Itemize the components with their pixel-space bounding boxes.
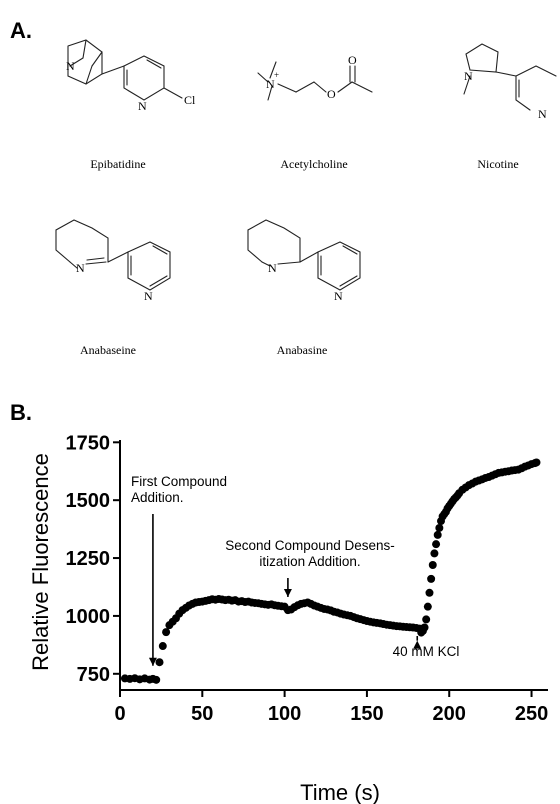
fluorescence-chart: 0 50 100 150 200 250 750 1000 1250 1500 1750 First… xyxy=(28,432,548,804)
molecule-anabaseine: N N xyxy=(55,219,171,303)
atom-label: Cl xyxy=(184,93,196,107)
y-tick-label: 1000 xyxy=(66,606,111,628)
molecule-name-epibatidine: Epibatidine xyxy=(90,157,145,171)
molecule-name-anabasine: Anabasine xyxy=(277,343,328,357)
y-tick-label: 1750 xyxy=(66,432,111,454)
arrow-second-addition-head xyxy=(283,588,292,597)
x-tick-label: 250 xyxy=(515,703,548,725)
atom-label: + xyxy=(274,70,279,80)
molecule-name-nicotine: Nicotine xyxy=(477,157,518,171)
atom-label: N xyxy=(144,289,153,303)
annotation-text: 40 mM KCl xyxy=(393,644,460,659)
data-point xyxy=(433,530,442,539)
data-point xyxy=(435,523,444,532)
atom-label: N xyxy=(76,261,85,275)
data-point xyxy=(430,549,439,558)
x-tick-label: 50 xyxy=(191,703,213,725)
atom-label: N xyxy=(464,69,473,83)
molecule-epibatidine: N N Cl xyxy=(66,39,196,113)
data-point xyxy=(425,588,434,597)
molecule-name-anabaseine: Anabaseine xyxy=(80,343,136,357)
x-tick-label: 0 xyxy=(114,703,125,725)
x-tick-label: 150 xyxy=(350,703,383,725)
molecule-acetylcholine: N + O O xyxy=(257,53,373,101)
annotation-text: Addition. xyxy=(131,490,184,505)
atom-label: N xyxy=(66,59,75,73)
data-point xyxy=(422,615,431,624)
annotation-text: First Compound xyxy=(131,474,227,489)
molecule-name-acetylcholine: Acetylcholine xyxy=(280,157,347,171)
y-tick-label: 1500 xyxy=(66,490,111,512)
annotation-text: itization Addition. xyxy=(259,554,360,569)
data-point xyxy=(158,642,167,651)
data-point xyxy=(423,602,432,611)
panel-b-label: B. xyxy=(10,400,32,425)
data-point xyxy=(428,561,437,569)
atom-label: N xyxy=(138,99,147,113)
atom-label: N xyxy=(266,77,275,91)
y-tick-label: 750 xyxy=(77,664,110,686)
arrow-first-addition-head xyxy=(148,657,157,666)
atom-label: O xyxy=(348,53,357,67)
x-tick-label: 100 xyxy=(268,703,301,725)
data-point xyxy=(420,623,429,632)
atom-label: O xyxy=(327,87,336,101)
data-point xyxy=(155,658,164,667)
molecule-nicotine: N N xyxy=(463,43,557,121)
panel-a-label: A. xyxy=(10,18,32,43)
atom-label: N xyxy=(538,107,547,121)
data-point xyxy=(162,628,171,637)
molecule-anabasine: N N xyxy=(247,219,361,303)
y-axis-title: Relative Fluorescence xyxy=(28,453,53,671)
annotation-text: Second Compound Desens- xyxy=(225,538,395,553)
x-axis-title: Time (s) xyxy=(300,780,380,804)
data-point xyxy=(432,540,441,549)
data-point xyxy=(532,458,541,467)
y-tick-label: 1250 xyxy=(66,548,111,570)
data-point xyxy=(152,675,161,684)
data-point xyxy=(427,574,436,583)
arrow-kcl-head xyxy=(413,640,422,649)
atom-label: N xyxy=(334,289,343,303)
atom-label: N xyxy=(268,261,277,275)
x-tick-label: 200 xyxy=(433,703,466,725)
